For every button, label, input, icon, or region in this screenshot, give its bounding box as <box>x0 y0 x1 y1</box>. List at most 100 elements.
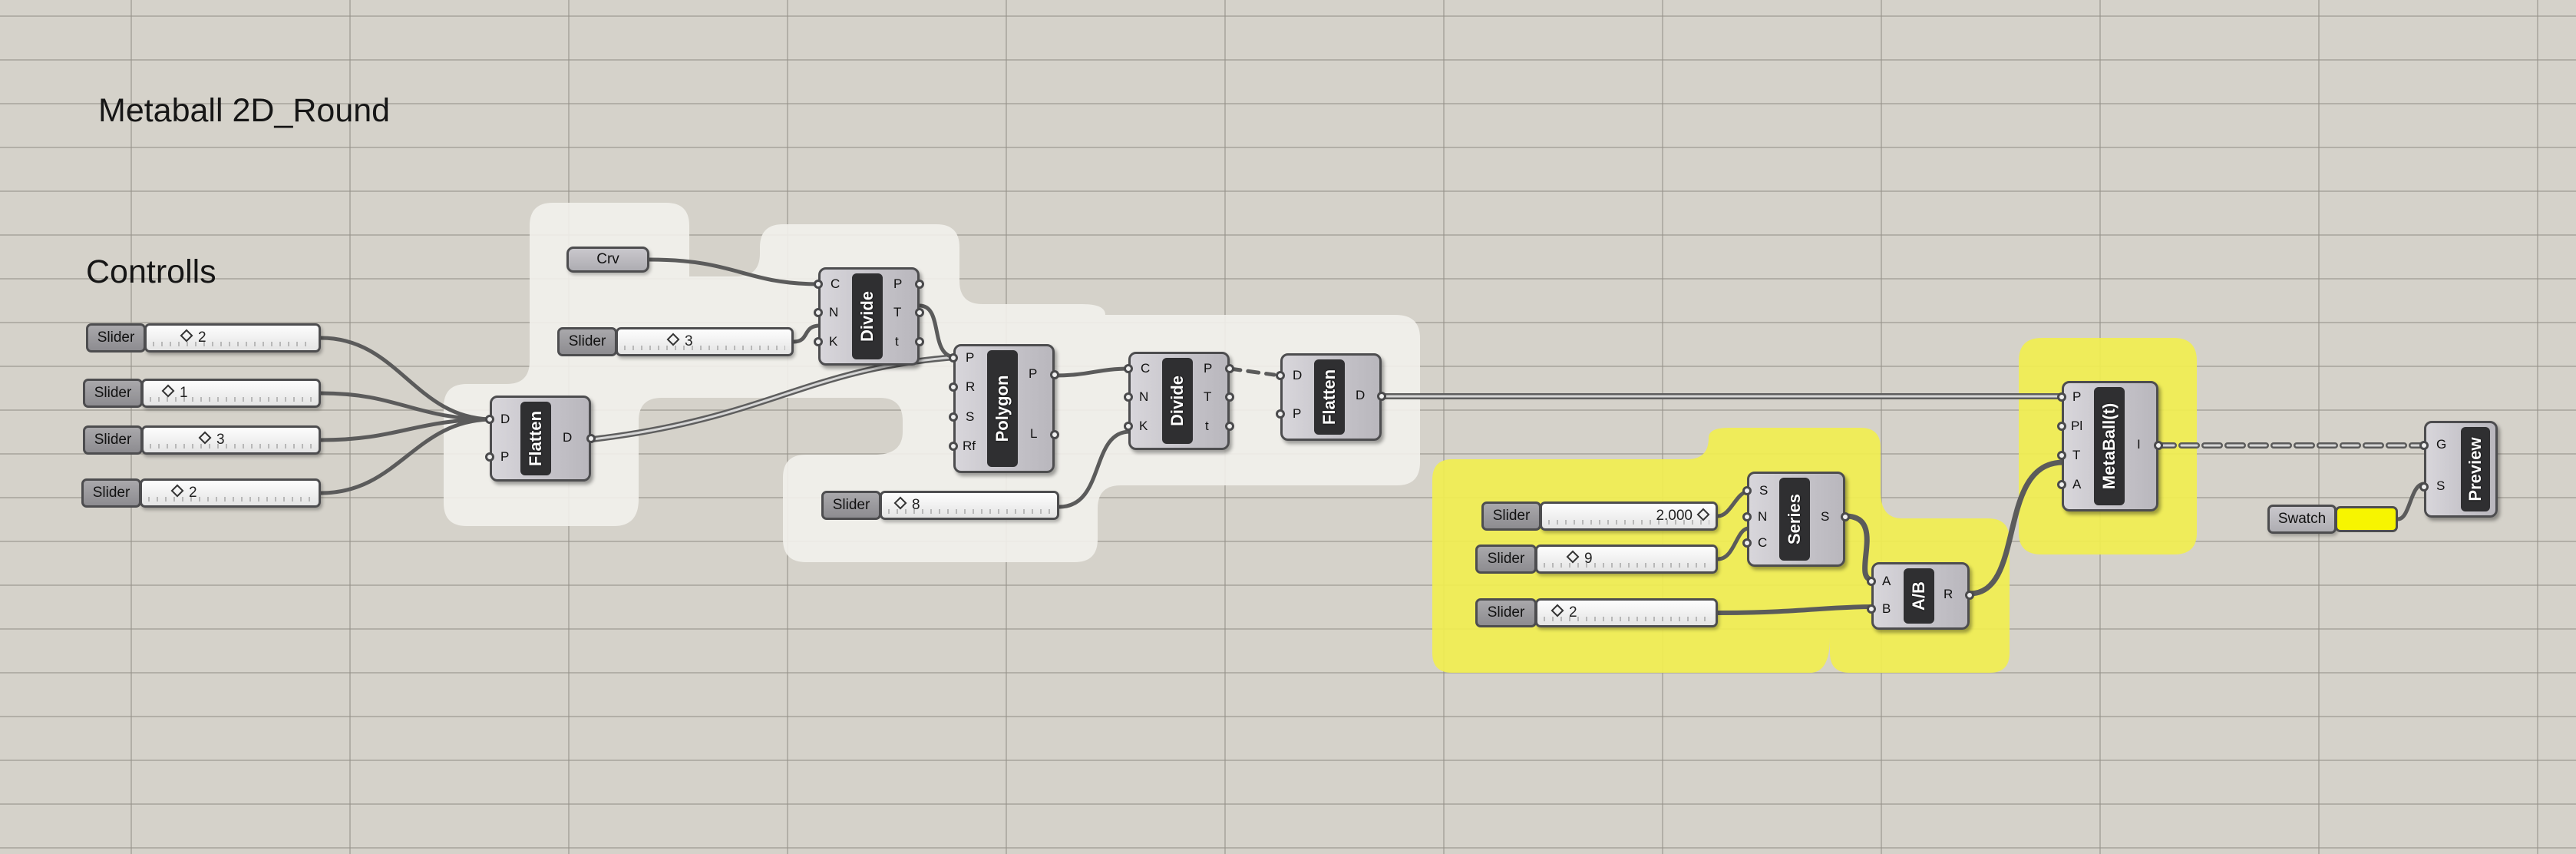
input-grip[interactable] <box>814 308 823 317</box>
input-pin-b[interactable]: B <box>1882 601 1891 616</box>
input-grip[interactable] <box>949 353 958 362</box>
component-preview[interactable]: Preview G S <box>2419 421 2498 518</box>
output-pin-d[interactable]: D <box>1356 388 1366 402</box>
input-grip[interactable] <box>949 412 958 422</box>
output-grip[interactable] <box>1965 591 1974 600</box>
input-pin-n[interactable]: N <box>1139 389 1149 404</box>
output-grip[interactable] <box>915 308 924 317</box>
input-pin-k[interactable]: K <box>1139 419 1148 433</box>
slider-track[interactable]: 8 <box>880 491 1059 520</box>
component-division[interactable]: A/B A B R <box>1867 562 1974 630</box>
output-pin-i[interactable]: I <box>2137 437 2141 452</box>
slider-track[interactable]: 2 <box>144 323 321 353</box>
input-grip[interactable] <box>949 382 958 392</box>
input-grip[interactable] <box>1742 512 1752 521</box>
slider-grip-icon[interactable] <box>198 431 212 445</box>
slider-divide-count[interactable]: Slider 3 <box>557 327 794 356</box>
slider-grip-icon[interactable] <box>666 333 680 346</box>
input-grip[interactable] <box>2057 392 2066 402</box>
input-grip[interactable] <box>1742 486 1752 495</box>
input-pin-n[interactable]: N <box>829 305 839 319</box>
input-pin-s[interactable]: S <box>966 409 975 424</box>
input-pin-r[interactable]: R <box>966 379 976 394</box>
slider-control-3[interactable]: Slider 3 <box>83 425 321 455</box>
slider-grip-icon[interactable] <box>170 484 184 498</box>
input-pin-p[interactable]: P <box>1293 406 1302 421</box>
output-grip[interactable] <box>1050 430 1059 439</box>
input-grip[interactable] <box>814 337 823 346</box>
output-grip[interactable] <box>915 337 924 346</box>
input-grip[interactable] <box>1867 577 1876 586</box>
slider-divide-count-2[interactable]: Slider 8 <box>821 491 1059 520</box>
input-pin-d[interactable]: D <box>500 412 510 426</box>
output-grip[interactable] <box>915 280 924 289</box>
slider-grip-icon[interactable] <box>180 329 193 343</box>
input-grip[interactable] <box>1276 371 1285 380</box>
input-grip[interactable] <box>1742 538 1752 548</box>
swatch-color[interactable] <box>2335 506 2398 532</box>
input-grip[interactable] <box>2057 480 2066 489</box>
input-grip[interactable] <box>1124 422 1133 431</box>
output-grip[interactable] <box>2154 441 2163 450</box>
output-grip[interactable] <box>586 434 596 443</box>
input-pin-c[interactable]: C <box>831 276 841 291</box>
param-curve[interactable]: Crv <box>566 247 649 273</box>
component-flatten-1[interactable]: Flatten D P D <box>485 396 596 482</box>
input-grip[interactable] <box>485 452 494 462</box>
input-pin-a[interactable]: A <box>1882 574 1891 588</box>
output-pin-t[interactable]: T <box>893 305 902 319</box>
slider-track[interactable]: 2.000 <box>1540 501 1718 531</box>
input-grip[interactable] <box>1276 409 1285 419</box>
output-grip[interactable] <box>1841 512 1850 521</box>
input-pin-p[interactable]: P <box>2072 389 2082 404</box>
group-white-1[interactable] <box>444 203 1420 562</box>
input-pin-p[interactable]: P <box>500 449 510 464</box>
slider-grip-icon[interactable] <box>1566 550 1580 564</box>
slider-grip-icon[interactable] <box>893 496 907 510</box>
slider-track[interactable]: 2 <box>1535 598 1718 627</box>
component-polygon[interactable]: Polygon P R S Rf P L <box>949 344 1059 473</box>
slider-divisor[interactable]: Slider 2 <box>1475 598 1718 627</box>
component-divide-1[interactable]: Divide C N K P T t <box>814 267 924 366</box>
input-pin-s[interactable]: S <box>2436 478 2446 493</box>
input-grip[interactable] <box>1124 364 1133 373</box>
slider-series-count[interactable]: Slider 9 <box>1475 545 1718 574</box>
slider-control-2[interactable]: Slider 1 <box>83 379 321 408</box>
output-pin-p[interactable]: P <box>1204 361 1213 376</box>
input-pin-pl[interactable]: Pl <box>2071 419 2083 433</box>
output-pin-d[interactable]: D <box>563 430 573 445</box>
input-pin-k[interactable]: K <box>829 334 838 349</box>
input-pin-c[interactable]: C <box>1758 535 1768 550</box>
output-pin-t[interactable]: T <box>1204 389 1212 404</box>
output-pin-t-lower[interactable]: t <box>895 334 899 349</box>
component-flatten-2[interactable]: Flatten D P D <box>1276 353 1386 441</box>
input-grip[interactable] <box>949 442 958 451</box>
slider-track[interactable]: 2 <box>140 478 321 508</box>
param-swatch[interactable]: Swatch <box>2267 505 2398 534</box>
output-grip[interactable] <box>1225 392 1234 402</box>
output-pin-t-lower[interactable]: t <box>1205 419 1209 433</box>
input-grip[interactable] <box>485 415 494 424</box>
input-grip[interactable] <box>1867 604 1876 614</box>
input-grip[interactable] <box>2057 451 2066 460</box>
slider-track[interactable]: 1 <box>141 379 321 408</box>
slider-track[interactable]: 9 <box>1535 545 1718 574</box>
input-pin-t[interactable]: T <box>2072 448 2081 462</box>
input-grip[interactable] <box>2057 422 2066 431</box>
input-pin-a[interactable]: A <box>2072 477 2082 492</box>
slider-control-4[interactable]: Slider 2 <box>81 478 321 508</box>
component-metaball[interactable]: MetaBall(t) P Pl T A I <box>2057 381 2163 511</box>
slider-grip-icon[interactable] <box>161 384 175 398</box>
output-pin-s[interactable]: S <box>1821 509 1830 524</box>
input-pin-p[interactable]: P <box>966 350 975 365</box>
slider-track[interactable]: 3 <box>616 327 794 356</box>
output-pin-p[interactable]: P <box>893 276 903 291</box>
output-grip[interactable] <box>1225 364 1234 373</box>
component-divide-2[interactable]: Divide C N K P T t <box>1124 352 1234 450</box>
slider-control-1[interactable]: Slider 2 <box>86 323 321 353</box>
input-pin-c[interactable]: C <box>1141 361 1151 376</box>
input-pin-d[interactable]: D <box>1293 368 1303 382</box>
slider-track[interactable]: 3 <box>141 425 321 455</box>
input-pin-g[interactable]: G <box>2436 437 2447 452</box>
